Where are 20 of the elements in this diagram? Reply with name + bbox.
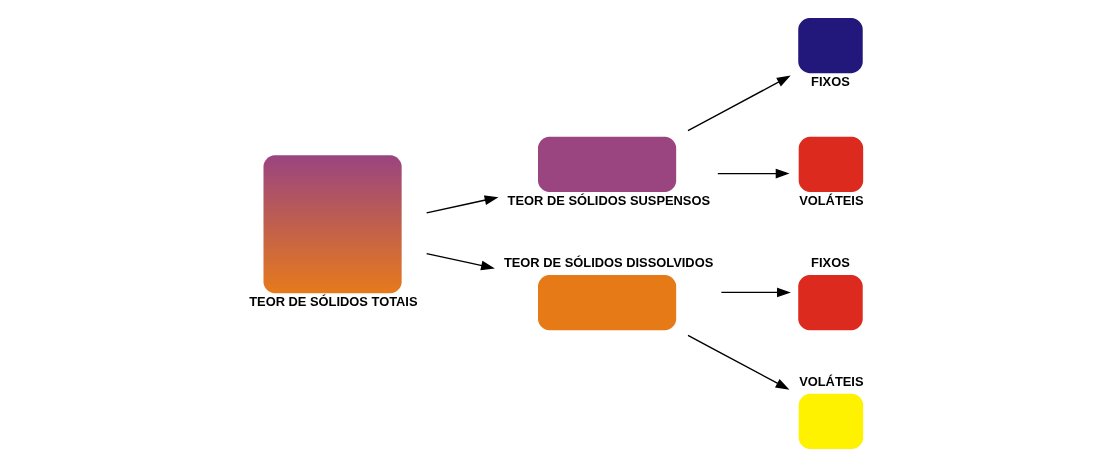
- node-box: [798, 274, 863, 331]
- node-label: VOLÁTEIS: [799, 373, 864, 389]
- node-box: [263, 155, 402, 294]
- node-box: [798, 136, 864, 192]
- node-box: [538, 136, 677, 192]
- arrow: [720, 287, 791, 298]
- arrow: [687, 334, 790, 390]
- node-label: TEOR DE SÓLIDOS TOTAIS: [249, 294, 418, 310]
- node-box: [538, 274, 677, 331]
- node-label: FIXOS: [811, 74, 850, 90]
- node-box: [798, 393, 864, 449]
- arrow: [687, 75, 791, 132]
- node-label: FIXOS: [811, 254, 850, 270]
- node-label: TEOR DE SÓLIDOS DISSOLVIDOS: [503, 254, 714, 270]
- arrow: [425, 253, 495, 271]
- arrow: [717, 168, 790, 179]
- arrow: [425, 195, 499, 214]
- node-label: TEOR DE SÓLIDOS SUSPENSOS: [507, 193, 711, 209]
- node-box: [798, 17, 863, 74]
- node-label: VOLÁTEIS: [799, 193, 864, 209]
